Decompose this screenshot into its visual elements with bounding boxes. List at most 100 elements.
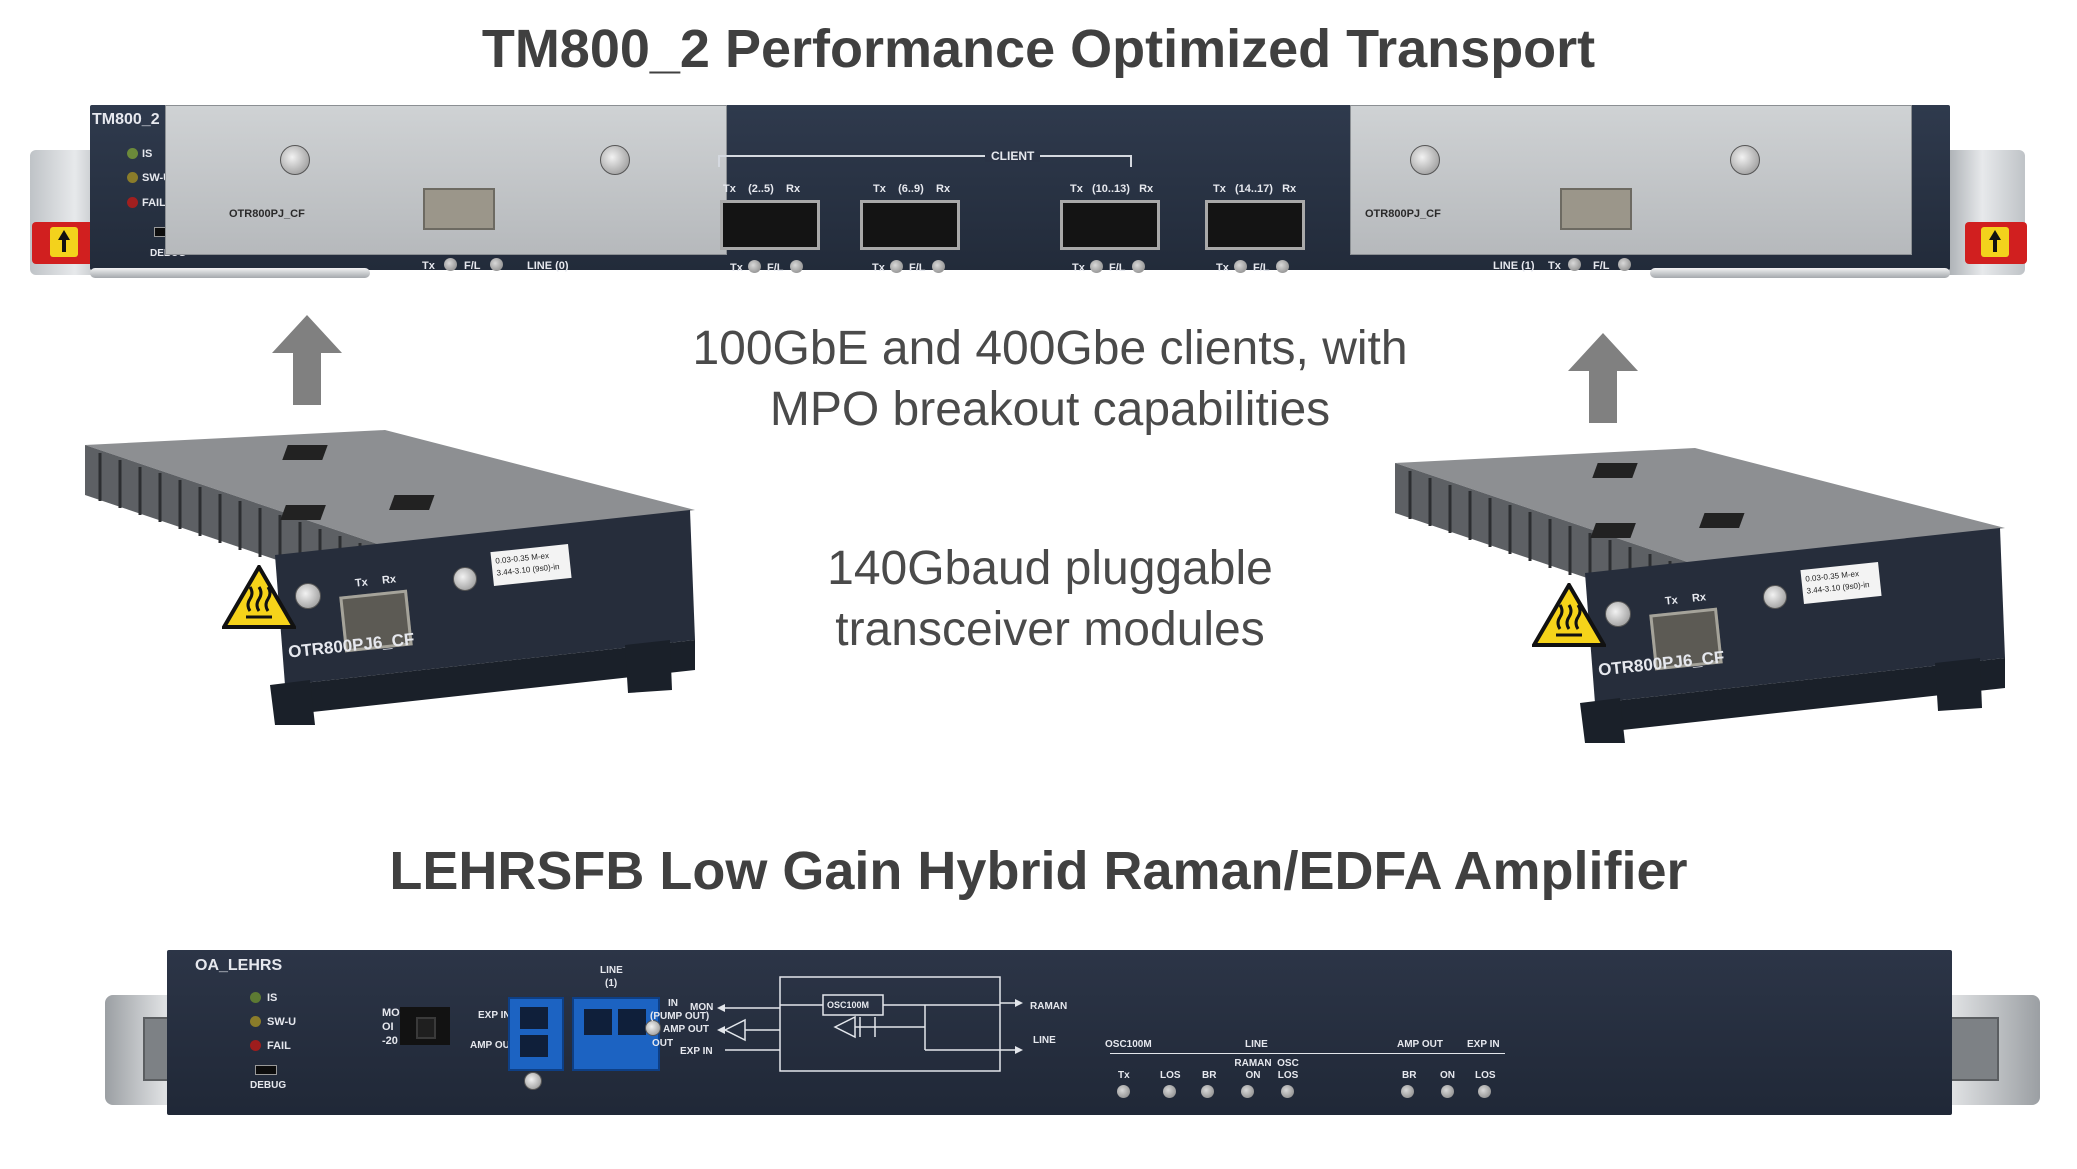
- module-left-thumbscrew-icon[interactable]: [295, 583, 321, 609]
- client-port-3-tx-led: [1090, 260, 1103, 273]
- slot-right-screw-2-icon[interactable]: [1730, 145, 1760, 175]
- line-left-fl: F/L: [464, 260, 481, 272]
- client-port-2-header: Tx (6..9) Rx: [873, 183, 950, 195]
- tm800-card: TM800_2 IS SW-U FAIL DEBUG OTR800PJ_CF T…: [30, 100, 2030, 285]
- client-port-2-range: (6..9): [898, 183, 924, 195]
- line-right-fl-led: [1618, 258, 1631, 271]
- module-right-tx: Tx: [1664, 594, 1679, 608]
- line-right-label: LINE (1): [1493, 260, 1535, 272]
- amp-exp-amp-connector[interactable]: [508, 997, 564, 1071]
- amp-group-amp-out: AMP OUT: [1397, 1039, 1443, 1050]
- right-eject-arrow-icon[interactable]: [1965, 222, 2027, 264]
- arrow-up-left-icon: [272, 315, 342, 405]
- amp-card-name: OA_LEHRS: [195, 957, 283, 974]
- led-label-fail: FAIL: [142, 197, 166, 209]
- slot-cover-left: [165, 105, 727, 255]
- slot-right-lc-connector[interactable]: [1560, 188, 1632, 230]
- amp-status-line-br-led: [1201, 1085, 1214, 1098]
- led-sw-u: [127, 172, 138, 183]
- client-port-1-tx: Tx: [723, 183, 736, 195]
- led-label-sw-u: SW-U: [142, 172, 172, 184]
- line-left-fl-led: [490, 258, 503, 271]
- client-port-1-status-tx: Tx: [730, 262, 743, 274]
- module-right-thumbscrew-icon[interactable]: [1605, 601, 1631, 627]
- client-port-3-rx: Rx: [1139, 183, 1154, 195]
- amp-mon-port[interactable]: [400, 1007, 450, 1045]
- clients-caption: 100GbE and 400Gbe clients, with MPO brea…: [620, 318, 1480, 440]
- amp-diagram-osc: OSC100M: [827, 1000, 870, 1010]
- client-port-2-status-tx: Tx: [872, 262, 885, 274]
- amp-debug-label: DEBUG: [250, 1080, 287, 1091]
- slot-right-screw-1-icon[interactable]: [1410, 145, 1440, 175]
- client-bracket: [718, 155, 1132, 167]
- amp-group-exp-in: EXP IN: [1467, 1039, 1500, 1050]
- card-name: TM800_2: [92, 111, 160, 128]
- client-port-3-fl-led: [1132, 260, 1145, 273]
- amp-status-tx: Tx: [1118, 1070, 1130, 1081]
- amp-diagram-line: LINE: [1033, 1035, 1056, 1046]
- client-port-1[interactable]: [720, 200, 820, 250]
- amp-line-connector[interactable]: [572, 997, 660, 1071]
- client-port-4-range: (14..17): [1235, 183, 1273, 195]
- client-port-3-status-fl: F/L: [1109, 262, 1126, 274]
- amp-line-port-index: (1): [605, 978, 618, 989]
- line-right-tx: Tx: [1548, 260, 1561, 272]
- client-port-3[interactable]: [1060, 200, 1160, 250]
- left-eject-arrow-icon[interactable]: [32, 222, 94, 264]
- amp-status-amp-br: BR: [1402, 1070, 1417, 1081]
- hot-surface-warning-right-icon: [1532, 583, 1606, 647]
- module-left-thumbscrew-2-icon[interactable]: [453, 567, 477, 591]
- amp-status-line-br: BR: [1202, 1070, 1217, 1081]
- module-left-rx: Rx: [381, 573, 397, 587]
- client-port-3-header: Tx (10..13) Rx: [1070, 183, 1153, 195]
- pluggable-caption: 140Gbaud pluggable transceiver modules: [700, 538, 1400, 660]
- led-is: [127, 148, 138, 159]
- tm800-heading: TM800_2 Performance Optimized Transport: [481, 19, 1596, 79]
- module-right-thumbscrew-2-icon[interactable]: [1763, 585, 1787, 609]
- amp-mon-label-2: OI: [382, 1021, 394, 1033]
- client-port-4-header: Tx (14..17) Rx: [1213, 183, 1296, 195]
- amp-status-line-los: LOS: [1160, 1070, 1181, 1081]
- amp-line-screw-icon[interactable]: [645, 1020, 661, 1036]
- amp-debug-port[interactable]: [255, 1065, 277, 1075]
- clients-caption-line-1: 100GbE and 400Gbe clients, with: [692, 322, 1408, 375]
- module-left-tx: Tx: [354, 576, 369, 590]
- hot-surface-warning-icon: [222, 565, 296, 629]
- amp-in-label: IN: [668, 998, 678, 1009]
- amp-diagram-raman: RAMAN: [1030, 1001, 1068, 1012]
- arrow-up-right-icon: [1568, 333, 1638, 423]
- bottom-rail-left: [90, 268, 370, 278]
- amp-led-label-fail: FAIL: [267, 1040, 291, 1052]
- client-port-2-fl-led: [932, 260, 945, 273]
- slot-left-lc-connector[interactable]: [423, 188, 495, 230]
- slot-right-label: OTR800PJ_CF: [1365, 208, 1441, 220]
- amp-status-exp-los: LOS: [1475, 1070, 1496, 1081]
- client-port-2[interactable]: [860, 200, 960, 250]
- client-port-4-rx: Rx: [1282, 183, 1297, 195]
- client-port-1-tx-led: [748, 260, 761, 273]
- client-port-2-tx: Tx: [873, 183, 886, 195]
- amp-line-port-label: LINE: [600, 965, 623, 976]
- amp-status-tx-led: [1117, 1085, 1130, 1098]
- client-port-4-fl-led: [1276, 260, 1289, 273]
- amp-exp-screw-icon[interactable]: [524, 1072, 542, 1090]
- amp-card: OA_LEHRS IS SW-U FAIL DEBUG MON OI -20 E…: [105, 945, 2045, 1145]
- amp-mon-label-3: -20: [382, 1035, 398, 1047]
- client-port-1-rx: Rx: [786, 183, 801, 195]
- client-port-3-range: (10..13): [1092, 183, 1130, 195]
- client-port-4[interactable]: [1205, 200, 1305, 250]
- slot-cover-right: [1350, 105, 1912, 255]
- slot-left-screw-1-icon[interactable]: [280, 145, 310, 175]
- amp-status-raman-on: RAMAN ON: [1234, 1058, 1272, 1081]
- slot-left-screw-2-icon[interactable]: [600, 145, 630, 175]
- clients-caption-line-2: MPO breakout capabilities: [769, 383, 1331, 436]
- amp-status-amp-on: ON: [1440, 1070, 1455, 1081]
- client-label: CLIENT: [985, 150, 1041, 162]
- bottom-rail-right: [1650, 268, 1950, 278]
- amp-diagram-amp-out: AMP OUT: [663, 1024, 709, 1035]
- amp-block-diagram: [717, 976, 1023, 1072]
- amp-led-label-sw-u: SW-U: [267, 1016, 297, 1028]
- client-port-2-rx: Rx: [936, 183, 951, 195]
- module-left-body-icon: [85, 430, 695, 725]
- client-port-3-tx: Tx: [1070, 183, 1083, 195]
